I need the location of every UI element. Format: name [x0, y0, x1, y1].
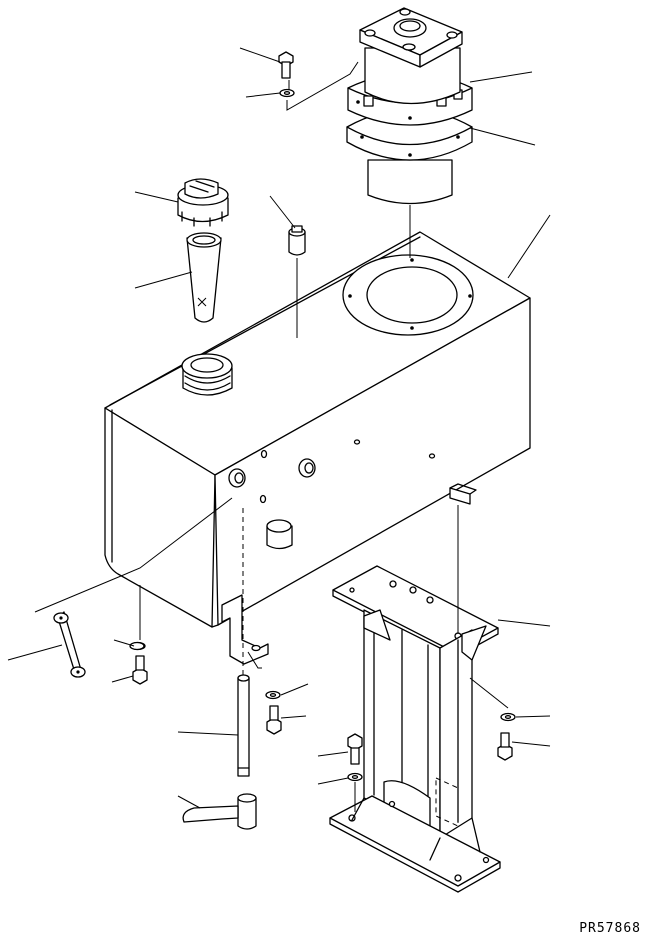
- washer-base: [348, 774, 362, 781]
- filler-cap: [178, 179, 228, 226]
- filler-strainer: [187, 233, 221, 322]
- washer-top: [280, 90, 294, 97]
- swivel-joint-assembly: [347, 8, 472, 204]
- washer-right: [501, 714, 515, 721]
- hydraulic-tank: [105, 232, 530, 627]
- callout-leader-lines: [8, 48, 550, 808]
- washer-small-left: [130, 643, 144, 650]
- bolt-mid-left: [267, 706, 281, 734]
- bolt-base: [348, 734, 362, 764]
- sight-rod: [238, 675, 249, 776]
- drawing-code: PR57868: [579, 921, 641, 936]
- assembly-center-lines: [140, 80, 458, 812]
- tank-bracket: [222, 595, 268, 664]
- level-gauge-link: [54, 612, 85, 677]
- tank-stand: [330, 566, 500, 892]
- breather-fitting: [289, 226, 305, 255]
- washer-mid-left: [266, 692, 280, 699]
- drain-valve: [183, 794, 256, 829]
- bolt-right: [498, 733, 512, 760]
- bolt-top: [279, 52, 293, 78]
